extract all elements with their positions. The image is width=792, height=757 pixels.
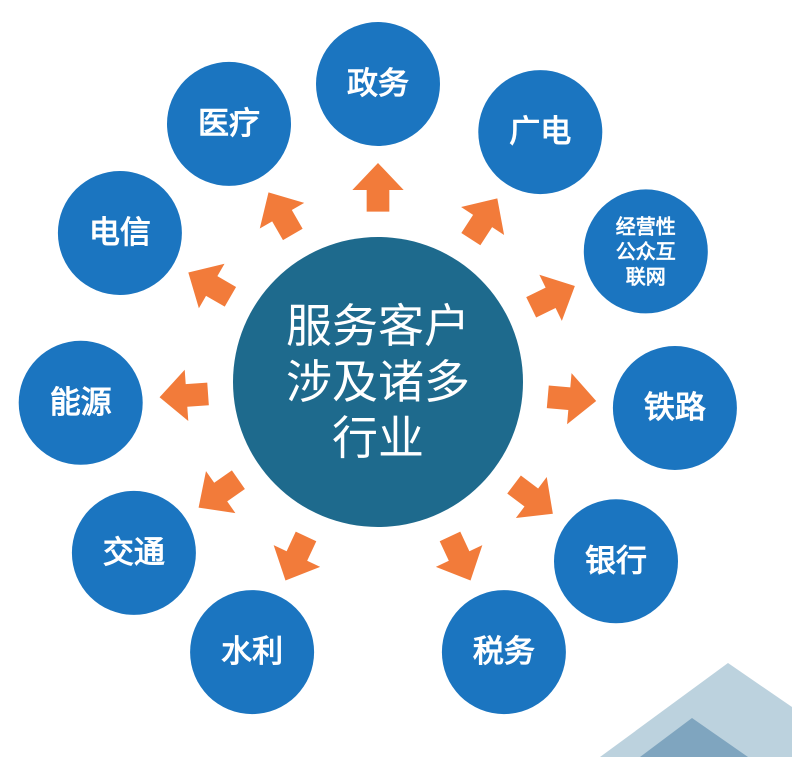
- industry-label: 电信: [89, 215, 151, 251]
- arrows: [159, 163, 597, 581]
- industry-circle: [167, 61, 291, 186]
- industry-label: 政务: [347, 66, 409, 102]
- arrow-to-guangdian: [461, 198, 505, 246]
- arrow-to-yiliao: [259, 192, 305, 241]
- decor-mountain-front: [640, 718, 748, 757]
- arrow-to-zhengwu: [352, 163, 404, 212]
- industry-node-nengyuan: 能源: [18, 340, 143, 465]
- industry-label: 水利: [221, 634, 283, 670]
- industry-label: 公众互: [616, 239, 676, 263]
- industry-label: 银行: [585, 543, 647, 579]
- industry-circle: [190, 590, 315, 715]
- arrow-to-shuiwu: [435, 531, 483, 581]
- center-title-line: 行业: [332, 411, 424, 465]
- industry-circle: [441, 590, 566, 715]
- industry-node-jiaotong: 交通: [71, 490, 196, 615]
- industry-node-tielu: 铁路: [612, 346, 737, 470]
- industry-circle: [583, 189, 708, 314]
- arrow-to-yinhang: [507, 475, 553, 518]
- arrow-to-jiaotong: [198, 470, 245, 514]
- industry-label: 税务: [473, 634, 535, 670]
- arrow-to-jingyingxing: [526, 274, 575, 321]
- arrow-to-tielu: [546, 373, 597, 425]
- arrow-to-dianxin: [188, 263, 237, 309]
- center-title-line: 涉及诸多: [286, 355, 470, 409]
- industry-label: 能源: [50, 385, 112, 421]
- industry-label: 交通: [103, 535, 165, 571]
- industry-label: 医疗: [198, 106, 260, 142]
- industry-node-zhengwu: 政务: [316, 22, 440, 146]
- decor-mountains: [600, 663, 792, 757]
- center-title-line: 服务客户: [286, 299, 470, 353]
- industry-node-shuili: 水利: [190, 590, 315, 715]
- industry-label: 联网: [626, 264, 666, 288]
- industry-node-yinhang: 银行: [554, 499, 678, 624]
- arrow-to-shuili: [273, 531, 321, 581]
- industry-circle: [554, 499, 678, 624]
- industry-node-guangdian: 广电: [478, 70, 603, 195]
- industry-circle: [57, 171, 182, 295]
- center-circle: [233, 237, 523, 527]
- arrow-to-nengyuan: [159, 369, 209, 421]
- industry-node-dianxin: 电信: [57, 171, 182, 295]
- industry-circle: [18, 340, 143, 465]
- industry-label: 广电: [509, 114, 571, 150]
- industry-label: 经营性: [616, 214, 676, 238]
- industry-node-yiliao: 医疗: [167, 61, 291, 186]
- industry-circle: [612, 346, 737, 470]
- industry-node-shuiwu: 税务: [441, 590, 566, 715]
- industry-circle: [71, 490, 196, 615]
- industry-label: 铁路: [644, 390, 707, 426]
- decor-mountain-back: [600, 663, 792, 757]
- industry-circle: [316, 22, 440, 146]
- industry-circle: [478, 70, 603, 195]
